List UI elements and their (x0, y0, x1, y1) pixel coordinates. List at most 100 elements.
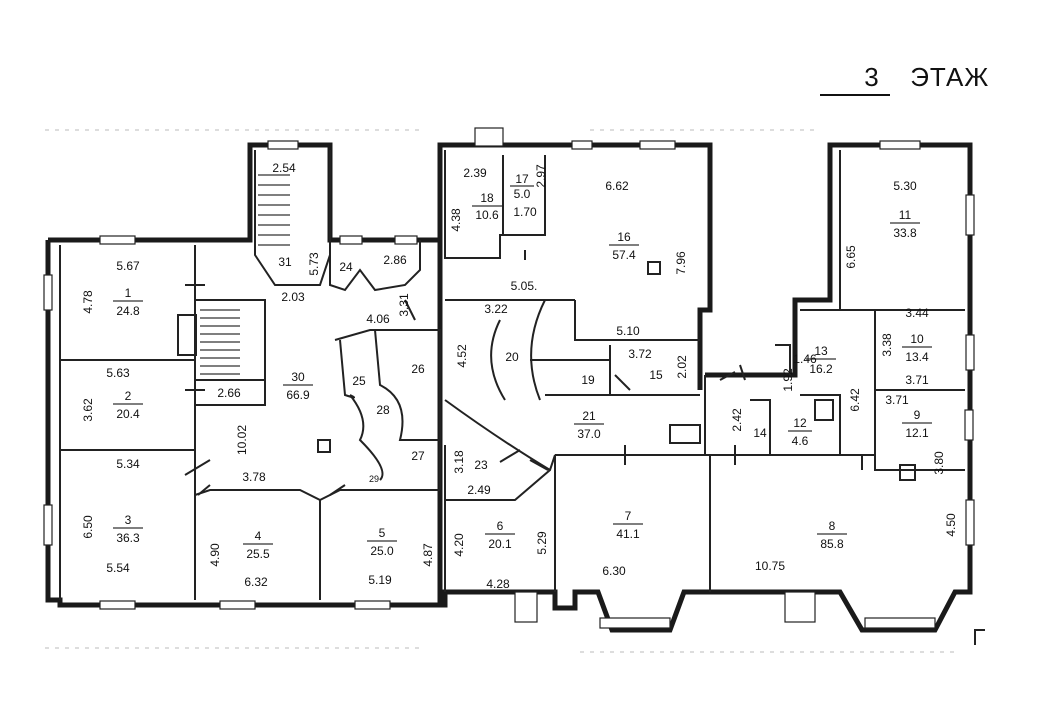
room-area: 13.4 (905, 350, 929, 364)
dimension: 3.18 (452, 450, 466, 474)
room-area: 36.3 (116, 531, 140, 545)
dimension: 3.38 (880, 333, 894, 357)
room-area: 25.5 (246, 547, 270, 561)
dimension: 3.72 (628, 347, 652, 361)
dimension: 3.44 (905, 306, 929, 320)
floor-label: ЭТАЖ (910, 62, 990, 92)
dimension: 4.90 (208, 543, 222, 567)
room-id: 15 (649, 368, 663, 382)
room-area: 37.0 (577, 427, 601, 441)
dimension: 2.54 (272, 161, 296, 175)
room-area: 4.6 (792, 434, 809, 448)
outer-walls (45, 142, 973, 633)
room-id: 17 (515, 172, 529, 186)
dimension: 5.19 (368, 573, 392, 587)
door-marks (184, 250, 863, 496)
room-area: 33.8 (893, 226, 917, 240)
dimension: 3.31 (397, 293, 411, 317)
dimension: 5.67 (116, 259, 140, 273)
room-area: 10.6 (475, 208, 499, 222)
room-labels: 1 24.8 2 20.4 3 36.3 4 25.5 5 25.0 6 20.… (113, 172, 932, 561)
dimension: 5.34 (116, 457, 140, 471)
dimension: 2.49 (467, 483, 491, 497)
room-id: 16 (617, 230, 631, 244)
room-id: 6 (497, 519, 504, 533)
dimension: 5.63 (106, 366, 130, 380)
room-id: 29 (369, 474, 379, 484)
dimension: 3.71 (905, 373, 929, 387)
room-id: 3 (125, 513, 132, 527)
room-id: 20 (505, 350, 519, 364)
dimension: 2.02 (675, 355, 689, 379)
dimension: 3.71 (885, 393, 909, 407)
floor-title: 3 ЭТАЖ (820, 62, 990, 96)
dimension: 2.42 (730, 408, 744, 432)
corner-mark (974, 629, 985, 645)
room-area: 24.8 (116, 304, 140, 318)
room-area: 25.0 (370, 544, 394, 558)
shafts (177, 261, 661, 453)
windows (43, 127, 975, 629)
dimension: 2.03 (281, 290, 305, 304)
dimension: 1.46 (793, 352, 817, 366)
dimension: 7.96 (674, 251, 688, 275)
dimension: 4.20 (452, 533, 466, 557)
room-id: 4 (255, 529, 262, 543)
room-id: 11 (899, 208, 912, 222)
room-id: 10 (910, 332, 924, 346)
dimension: 2.97 (534, 164, 548, 188)
dimension: 4.50 (944, 513, 958, 537)
room-id: 18 (480, 191, 494, 205)
dimension: 5.54 (106, 561, 130, 575)
interior-walls (59, 150, 965, 600)
room-area: 20.4 (116, 407, 140, 421)
dimension: 3.62 (81, 398, 95, 422)
room-id: 30 (291, 370, 305, 384)
dimension: 1.70 (513, 205, 537, 219)
floor-number-underline (820, 94, 890, 96)
dimension: 4.38 (449, 208, 463, 232)
room-id: 23 (474, 458, 488, 472)
room-id: 13 (814, 344, 828, 358)
dimension: 3.78 (242, 470, 266, 484)
dimension: 6.65 (844, 245, 858, 269)
room-id: 31 (278, 255, 292, 269)
dimension: 3.22 (484, 302, 508, 316)
dimension: 2.66 (217, 386, 241, 400)
room-id: 8 (829, 519, 836, 533)
dimension: 6.42 (848, 388, 862, 412)
dimension: 4.28 (486, 577, 510, 591)
room-area: 41.1 (616, 527, 640, 541)
room-id: 26 (411, 362, 425, 376)
dimension: 5.10 (616, 324, 640, 338)
dimension: 1.92 (781, 368, 795, 392)
room-id: 2 (125, 389, 132, 403)
room-area: 5.0 (514, 187, 531, 201)
dimension: 5.29 (535, 531, 549, 555)
room-id: 24 (339, 260, 353, 274)
dimension: 4.87 (421, 543, 435, 567)
dimension-labels: 5.67 4.78 5.63 3.62 5.34 6.50 5.54 4.90 … (81, 161, 958, 591)
room-id: 21 (582, 409, 596, 423)
dimension: 5.30 (893, 179, 917, 193)
room-id: 1 (125, 286, 132, 300)
scan-marks (45, 129, 960, 653)
room-id: 19 (581, 373, 595, 387)
room-id: 25 (352, 374, 366, 388)
dimension: 10.02 (235, 425, 249, 455)
dimension: 5.73 (307, 252, 321, 276)
room-id: 12 (793, 416, 807, 430)
room-area: 20.1 (488, 537, 512, 551)
room-id: 9 (914, 408, 921, 422)
room-id: 14 (753, 426, 767, 440)
room-area: 66.9 (286, 388, 310, 402)
dimension: 6.62 (605, 179, 629, 193)
room-id: 28 (376, 403, 390, 417)
dimension: 5.05. (511, 279, 538, 293)
floor-number: 3 (864, 62, 880, 92)
dimension: 3.80 (932, 451, 946, 475)
dimension: 6.50 (81, 515, 95, 539)
dimension: 6.32 (244, 575, 268, 589)
